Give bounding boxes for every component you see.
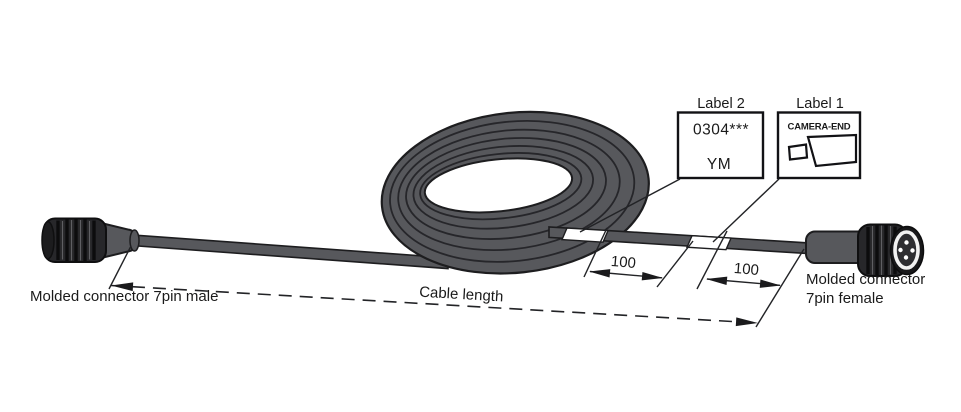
dimension-label1-offset: 100 (696, 230, 805, 328)
female-connector-label-line1: Molded connector (806, 271, 925, 288)
label1-callout: Label 1 CAMERA-END (712, 96, 862, 243)
dimension-cable-length: Cable length (108, 245, 759, 327)
arrowhead-left (706, 276, 728, 286)
male-connector-knurl (41, 217, 107, 263)
female-connector-face (889, 225, 925, 276)
coil-loop (397, 128, 621, 252)
label2-code2: YM (707, 156, 731, 173)
coil-loop (405, 137, 607, 240)
label1-title: Label 1 (796, 96, 844, 112)
dimension-value: 100 (610, 253, 636, 272)
female-connector (805, 223, 925, 277)
cable-length-dashed-line (110, 284, 759, 324)
extension-line (656, 240, 694, 288)
arrowhead-left (111, 282, 134, 292)
female-connector-label-line2: 7pin female (806, 290, 884, 307)
label2-box (676, 111, 765, 180)
male-connector-joint-ring (129, 229, 140, 252)
label2-title: Label 2 (697, 96, 745, 112)
cable-length-label: Cable length (419, 284, 504, 306)
male-connector (41, 217, 140, 263)
extension-line (696, 230, 728, 290)
camera-side-icon (787, 133, 858, 168)
coil-loop (412, 145, 594, 230)
coil-loop (389, 119, 636, 263)
extension-line (755, 248, 805, 328)
pin-hole (898, 247, 903, 253)
label-band-label1 (685, 234, 733, 251)
pin-hole (903, 255, 909, 260)
arrowhead-right (735, 317, 758, 327)
pin-hole (904, 240, 909, 245)
dimension-label2-offset: 100 (583, 227, 694, 288)
dimension-value: 100 (733, 260, 759, 279)
arrowhead-right (641, 271, 663, 281)
extension-line (108, 245, 132, 290)
label1-camera-end-text: CAMERA-END (788, 122, 851, 133)
label2-callout: Label 2 0304*** YM (579, 96, 765, 233)
arrowhead-left (589, 269, 611, 278)
coil-loop (419, 152, 583, 221)
arrowhead-right (759, 279, 781, 288)
label2-leader-line (579, 178, 681, 233)
extension-line (583, 227, 608, 278)
male-connector-label: Molded connector 7pin male (30, 288, 218, 305)
pin-hole (910, 248, 915, 253)
label2-code: 0304*** (693, 122, 749, 139)
coil-hole (423, 157, 574, 214)
label-band-label2 (560, 227, 610, 243)
label1-leader-line (712, 178, 780, 243)
